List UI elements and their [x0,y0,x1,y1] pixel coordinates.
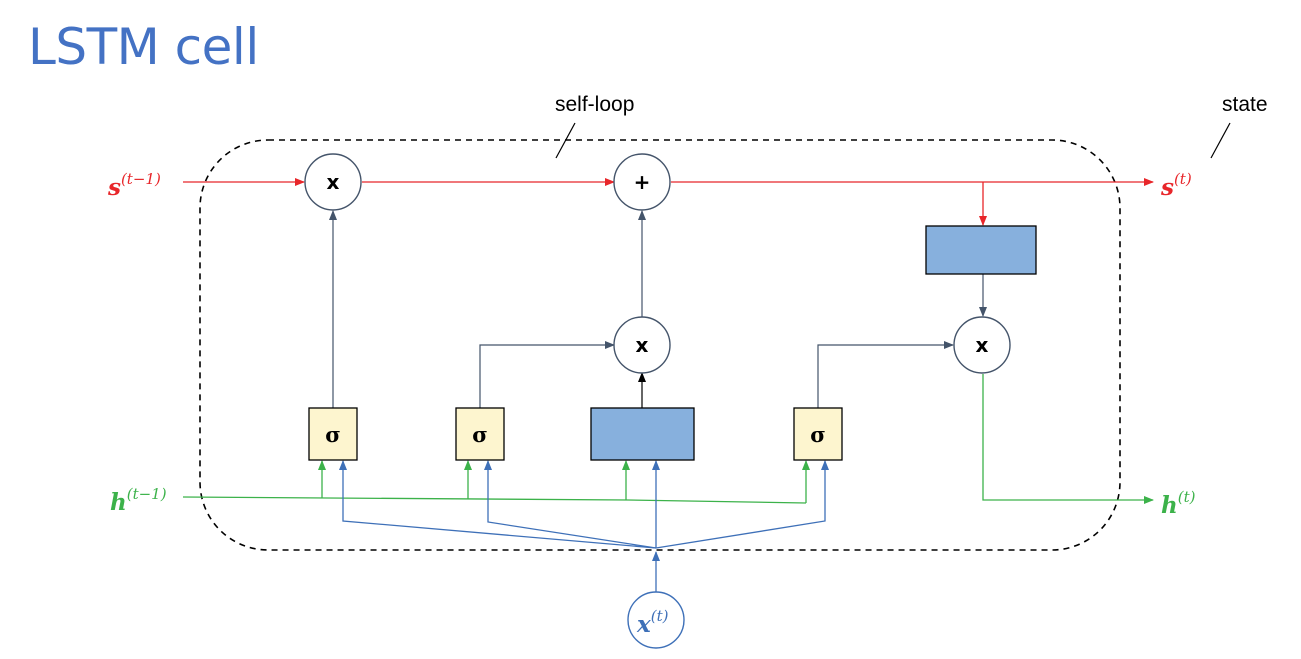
hidden-input-line [182,496,807,504]
svg-text:σ: σ [810,422,825,447]
candidate-block [590,407,695,461]
output-gate-arrow [817,341,954,425]
svg-text:σ: σ [325,422,340,447]
input-branch-input [484,460,657,549]
self-loop-label: self-loop [555,93,634,116]
forget-multiply-node: x [304,153,362,211]
state-leader [1210,122,1231,159]
state-label: state [1222,93,1268,116]
hidden-prev-label: h(t−1) [110,485,167,516]
state-transform-block [925,225,1037,275]
output-multiply-node: x [953,316,1011,374]
svg-text:σ: σ [472,422,487,447]
self-loop-leader [555,122,576,159]
output-gate: σ [793,407,843,461]
svg-text:x: x [327,170,340,194]
page-title: LSTM cell [28,18,259,76]
state-add-node: + [613,153,671,211]
input-gate-arrow [479,341,615,425]
input-node [627,591,685,649]
hidden-output-line [982,374,1154,504]
svg-text:x: x [976,333,989,357]
svg-text:+: + [634,170,651,194]
input-branch-forget [339,460,657,549]
input-multiply-node: x [613,316,671,374]
input-gate: σ [455,407,505,461]
input-branch-output [655,460,829,549]
state-prev-label: s(t−1) [107,170,161,201]
forget-gate: σ [308,407,358,461]
svg-text:x: x [636,333,649,357]
input-label: x(t) [636,607,669,638]
state-next-label: s(t) [1160,170,1192,201]
hidden-next-label: h(t) [1161,488,1196,519]
cell-boundary [199,139,1121,551]
